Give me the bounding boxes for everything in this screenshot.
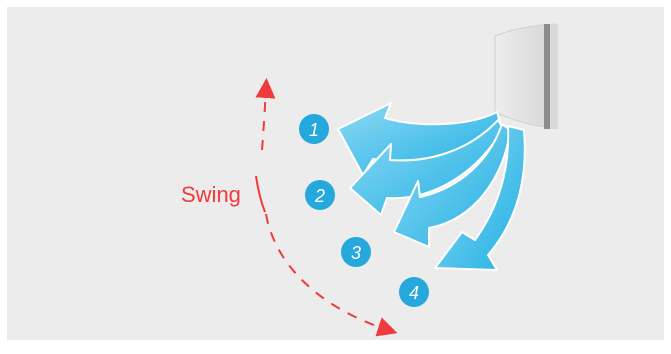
illustration-canvas: Swing 1 2 3 4 bbox=[7, 7, 664, 340]
panel-background bbox=[7, 7, 664, 340]
position-label: 2 bbox=[314, 186, 325, 206]
position-badge-2: 2 bbox=[305, 180, 335, 210]
position-badge-1: 1 bbox=[299, 114, 329, 144]
position-label: 3 bbox=[351, 243, 361, 263]
position-label: 1 bbox=[309, 120, 319, 140]
air-conditioner-icon bbox=[495, 24, 558, 129]
position-badge-4: 4 bbox=[399, 277, 429, 307]
position-label: 4 bbox=[409, 283, 419, 303]
swing-label: Swing bbox=[181, 182, 241, 207]
position-badge-3: 3 bbox=[341, 237, 371, 267]
